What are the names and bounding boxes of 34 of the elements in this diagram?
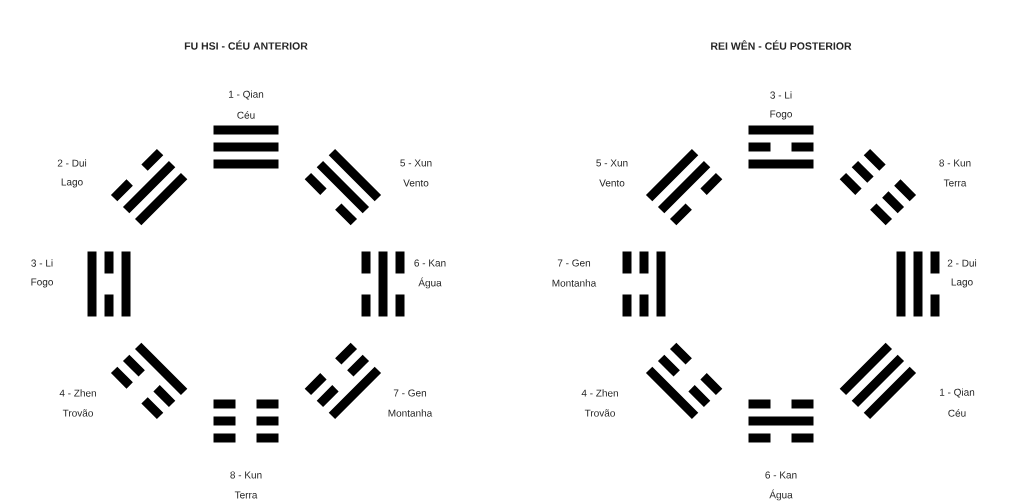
trigram-label: Vento xyxy=(599,179,625,187)
trigram-label: 3 - Li xyxy=(770,91,792,99)
trigram-label: 1 - Qian xyxy=(229,90,264,100)
trigram-label: 7 - Gen xyxy=(557,259,590,267)
trigram-label: Trovão xyxy=(62,409,93,417)
trigram-label: Terra xyxy=(943,179,967,187)
trigram-label: Fogo xyxy=(770,110,792,120)
trigram-label: 7 - Gen xyxy=(393,389,426,397)
panel-heading: FU HSI - CÉU ANTERIOR xyxy=(184,40,308,50)
trigram-label: 5 - Xun xyxy=(596,159,628,167)
trigram-label: Lago xyxy=(951,278,973,288)
trigram-label: 4 - Zhen xyxy=(581,389,618,397)
trigram-label: Montanha xyxy=(388,409,433,417)
trigram-label: Água xyxy=(418,277,442,289)
trigram-label: 5 - Xun xyxy=(400,159,432,167)
trigram-label: Água xyxy=(769,489,793,501)
trigram-label: Céu xyxy=(237,111,255,119)
trigram-label: Fogo xyxy=(31,278,53,288)
panel-heading: REI WÊN - CÉU POSTERIOR xyxy=(711,40,852,50)
trigram-label: 8 - Kun xyxy=(230,471,262,479)
trigram-label: 3 - Li xyxy=(31,259,53,267)
trigram-label: 4 - Zhen xyxy=(59,389,96,397)
trigram-label: 6 - Kan xyxy=(414,259,446,267)
trigram-label: Céu xyxy=(948,409,966,417)
trigram-label: Trovão xyxy=(584,409,615,417)
trigram-label: 8 - Kun xyxy=(939,159,971,167)
trigram-label: Vento xyxy=(403,179,429,187)
trigram-label: 2 - Dui xyxy=(947,259,977,267)
trigram-label: 2 - Dui xyxy=(57,159,87,167)
trigram-label: Montanha xyxy=(552,279,597,287)
trigram-label: 6 - Kan xyxy=(765,471,797,479)
trigram-label: Lago xyxy=(61,178,83,188)
trigram-label: Terra xyxy=(234,491,258,499)
trigram-label: 1 - Qian xyxy=(940,388,975,398)
